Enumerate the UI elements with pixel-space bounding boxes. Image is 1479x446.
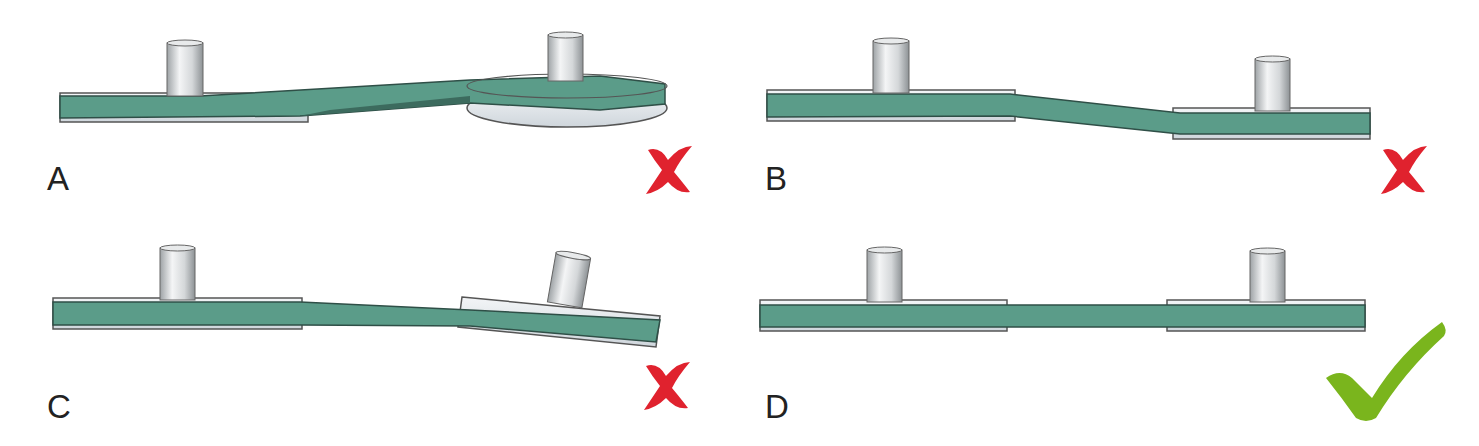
shaft <box>1250 251 1285 302</box>
shaft-top <box>873 38 909 44</box>
shaft-top <box>160 245 195 251</box>
check-mark <box>1326 322 1446 421</box>
shaft <box>160 248 195 300</box>
shaft <box>1255 59 1290 111</box>
panel-a <box>60 32 667 127</box>
belt <box>60 76 665 118</box>
cross-mark <box>644 362 690 410</box>
panel-letter: B <box>765 162 787 195</box>
panel-c <box>53 245 660 347</box>
cross-mark <box>646 146 692 194</box>
belt-shadow <box>300 96 470 116</box>
shaft <box>547 253 590 308</box>
panel-letter: A <box>47 162 69 195</box>
panel-d <box>760 247 1365 331</box>
shaft <box>873 41 909 93</box>
shaft-top <box>1250 248 1285 254</box>
panel-letter: D <box>765 390 789 423</box>
shaft-top <box>1255 56 1290 62</box>
shaft-top <box>556 250 592 262</box>
wrong-marks <box>644 146 1427 410</box>
shaft-top <box>548 32 583 38</box>
belt <box>53 302 660 342</box>
shaft <box>167 43 203 96</box>
shaft <box>867 250 902 302</box>
panel-b <box>767 38 1370 139</box>
shaft-top <box>167 40 203 46</box>
cross-mark <box>1381 146 1427 194</box>
belt <box>760 305 1365 327</box>
shaft <box>548 35 583 81</box>
shaft-top <box>867 247 902 253</box>
panel-letter: C <box>47 390 71 423</box>
